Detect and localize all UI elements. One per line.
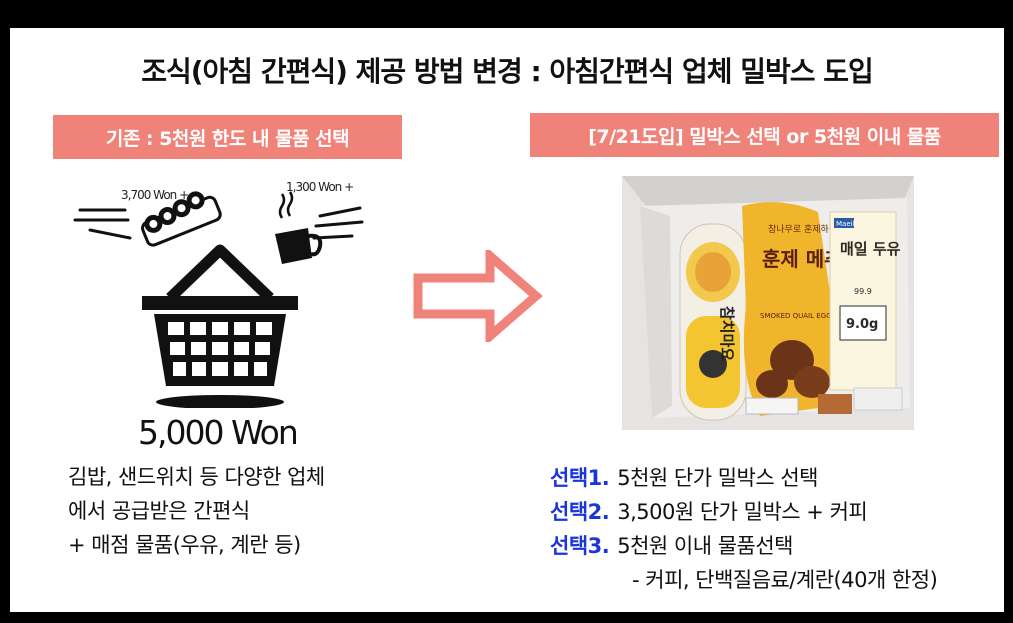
motion-lines-right-icon: [312, 206, 364, 240]
existing-method-banner: 기존 : 5천원 한도 내 물품 선택: [53, 115, 402, 159]
bag-small-label: 참나무로 훈제하여: [768, 223, 837, 235]
milk-brand-label: Maeil: [836, 220, 855, 228]
basket-handle-icon: [166, 244, 274, 302]
soy-milk-carton: Maeil 매일 두유 99.9 9.0g: [829, 211, 901, 391]
kimbap-icon: [141, 191, 222, 247]
kimbap-pack: 참치마요: [679, 223, 747, 421]
motion-lines-left-icon: [73, 208, 132, 240]
choice-3: 선택3. 5천원 이내 물품선택: [550, 529, 937, 563]
choice-2: 선택2. 3,500원 단가 밀박스 + 커피: [550, 495, 937, 529]
milk-sub-label: 99.9: [854, 287, 872, 296]
basket-icon: [142, 296, 298, 386]
description-line: 김밥, 샌드위치 등 다양한 업체: [68, 465, 325, 489]
slide-title: 조식(아침 간편식) 제공 방법 변경 : 아침간편식 업체 밀박스 도입: [141, 55, 874, 88]
choice-label: 선택2.: [550, 500, 610, 524]
milk-name-label: 매일 두유: [840, 240, 901, 258]
milk-protein-label: 9.0g: [846, 317, 878, 332]
description-line: 에서 공급받은 간편식: [68, 499, 250, 523]
choice-text: 5천원 이내 물품선택: [617, 534, 794, 558]
total-price: 5,000 Won: [138, 413, 299, 452]
basket-shadow-icon: [156, 395, 284, 408]
bag-sub-label: SMOKED QUAIL EGG: [760, 312, 832, 320]
existing-description: 김밥, 샌드위치 등 다양한 업체 에서 공급받은 간편식 + 매점 물품(우유…: [68, 460, 325, 562]
right-arrow-icon: [413, 250, 543, 342]
slide-frame: 조식(아침 간편식) 제공 방법 변경 : 아침간편식 업체 밀박스 도입 기존…: [10, 28, 1004, 612]
choice-text: 5천원 단가 밀박스 선택: [617, 466, 819, 490]
kimbap-price: 3,700 Won +: [121, 188, 189, 202]
choice-3-detail: - 커피, 단백질음료/계란(40개 한정): [632, 568, 938, 592]
choice-label: 선택1.: [550, 466, 610, 490]
new-method-banner: [7/21도입] 밀박스 선택 or 5천원 이내 물품: [530, 113, 999, 157]
meal-box-photo: 참치마요 참나무로 훈제하여 훈제 메추리알 SMOKED QUAIL EGG …: [622, 176, 914, 430]
description-line: + 매점 물품(우유, 계란 등): [68, 533, 301, 557]
coffee-price: 1,300 Won +: [286, 180, 354, 194]
choice-text: 3,500원 단가 밀박스 + 커피: [617, 500, 868, 524]
choice-1: 선택1. 5천원 단가 밀박스 선택: [550, 461, 937, 495]
coffee-cup-icon: [275, 191, 323, 264]
choice-label: 선택3.: [550, 534, 610, 558]
new-method-choices: 선택1. 5천원 단가 밀박스 선택 선택2. 3,500원 단가 밀박스 + 커피…: [550, 461, 938, 597]
shopping-basket-illustration: [73, 191, 364, 408]
kimbap-pack-label: 참치마요: [718, 306, 736, 361]
